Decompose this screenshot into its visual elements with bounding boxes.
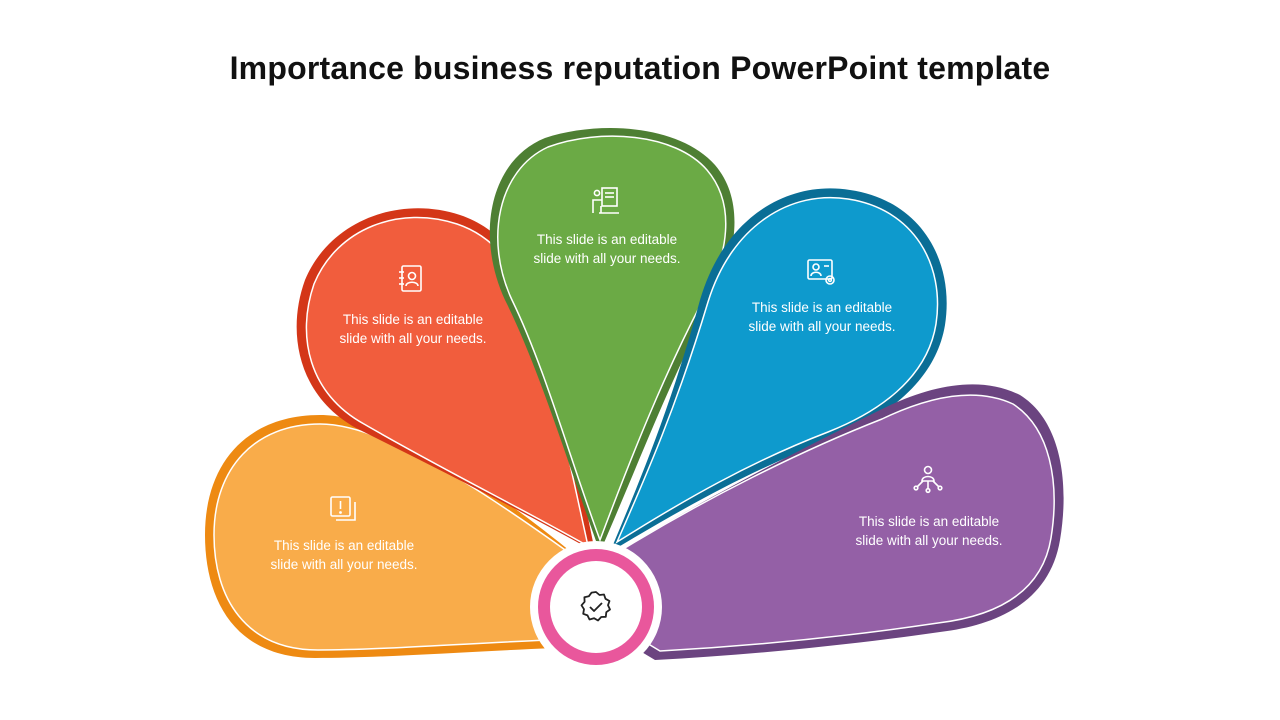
petal-green: [489, 128, 735, 553]
hub-circle: [530, 541, 662, 673]
petal-blue: [610, 188, 947, 552]
petal-purple: [605, 384, 1064, 660]
petal-orange: [205, 415, 575, 658]
slide-title: Importance business reputation PowerPoin…: [229, 50, 1051, 86]
